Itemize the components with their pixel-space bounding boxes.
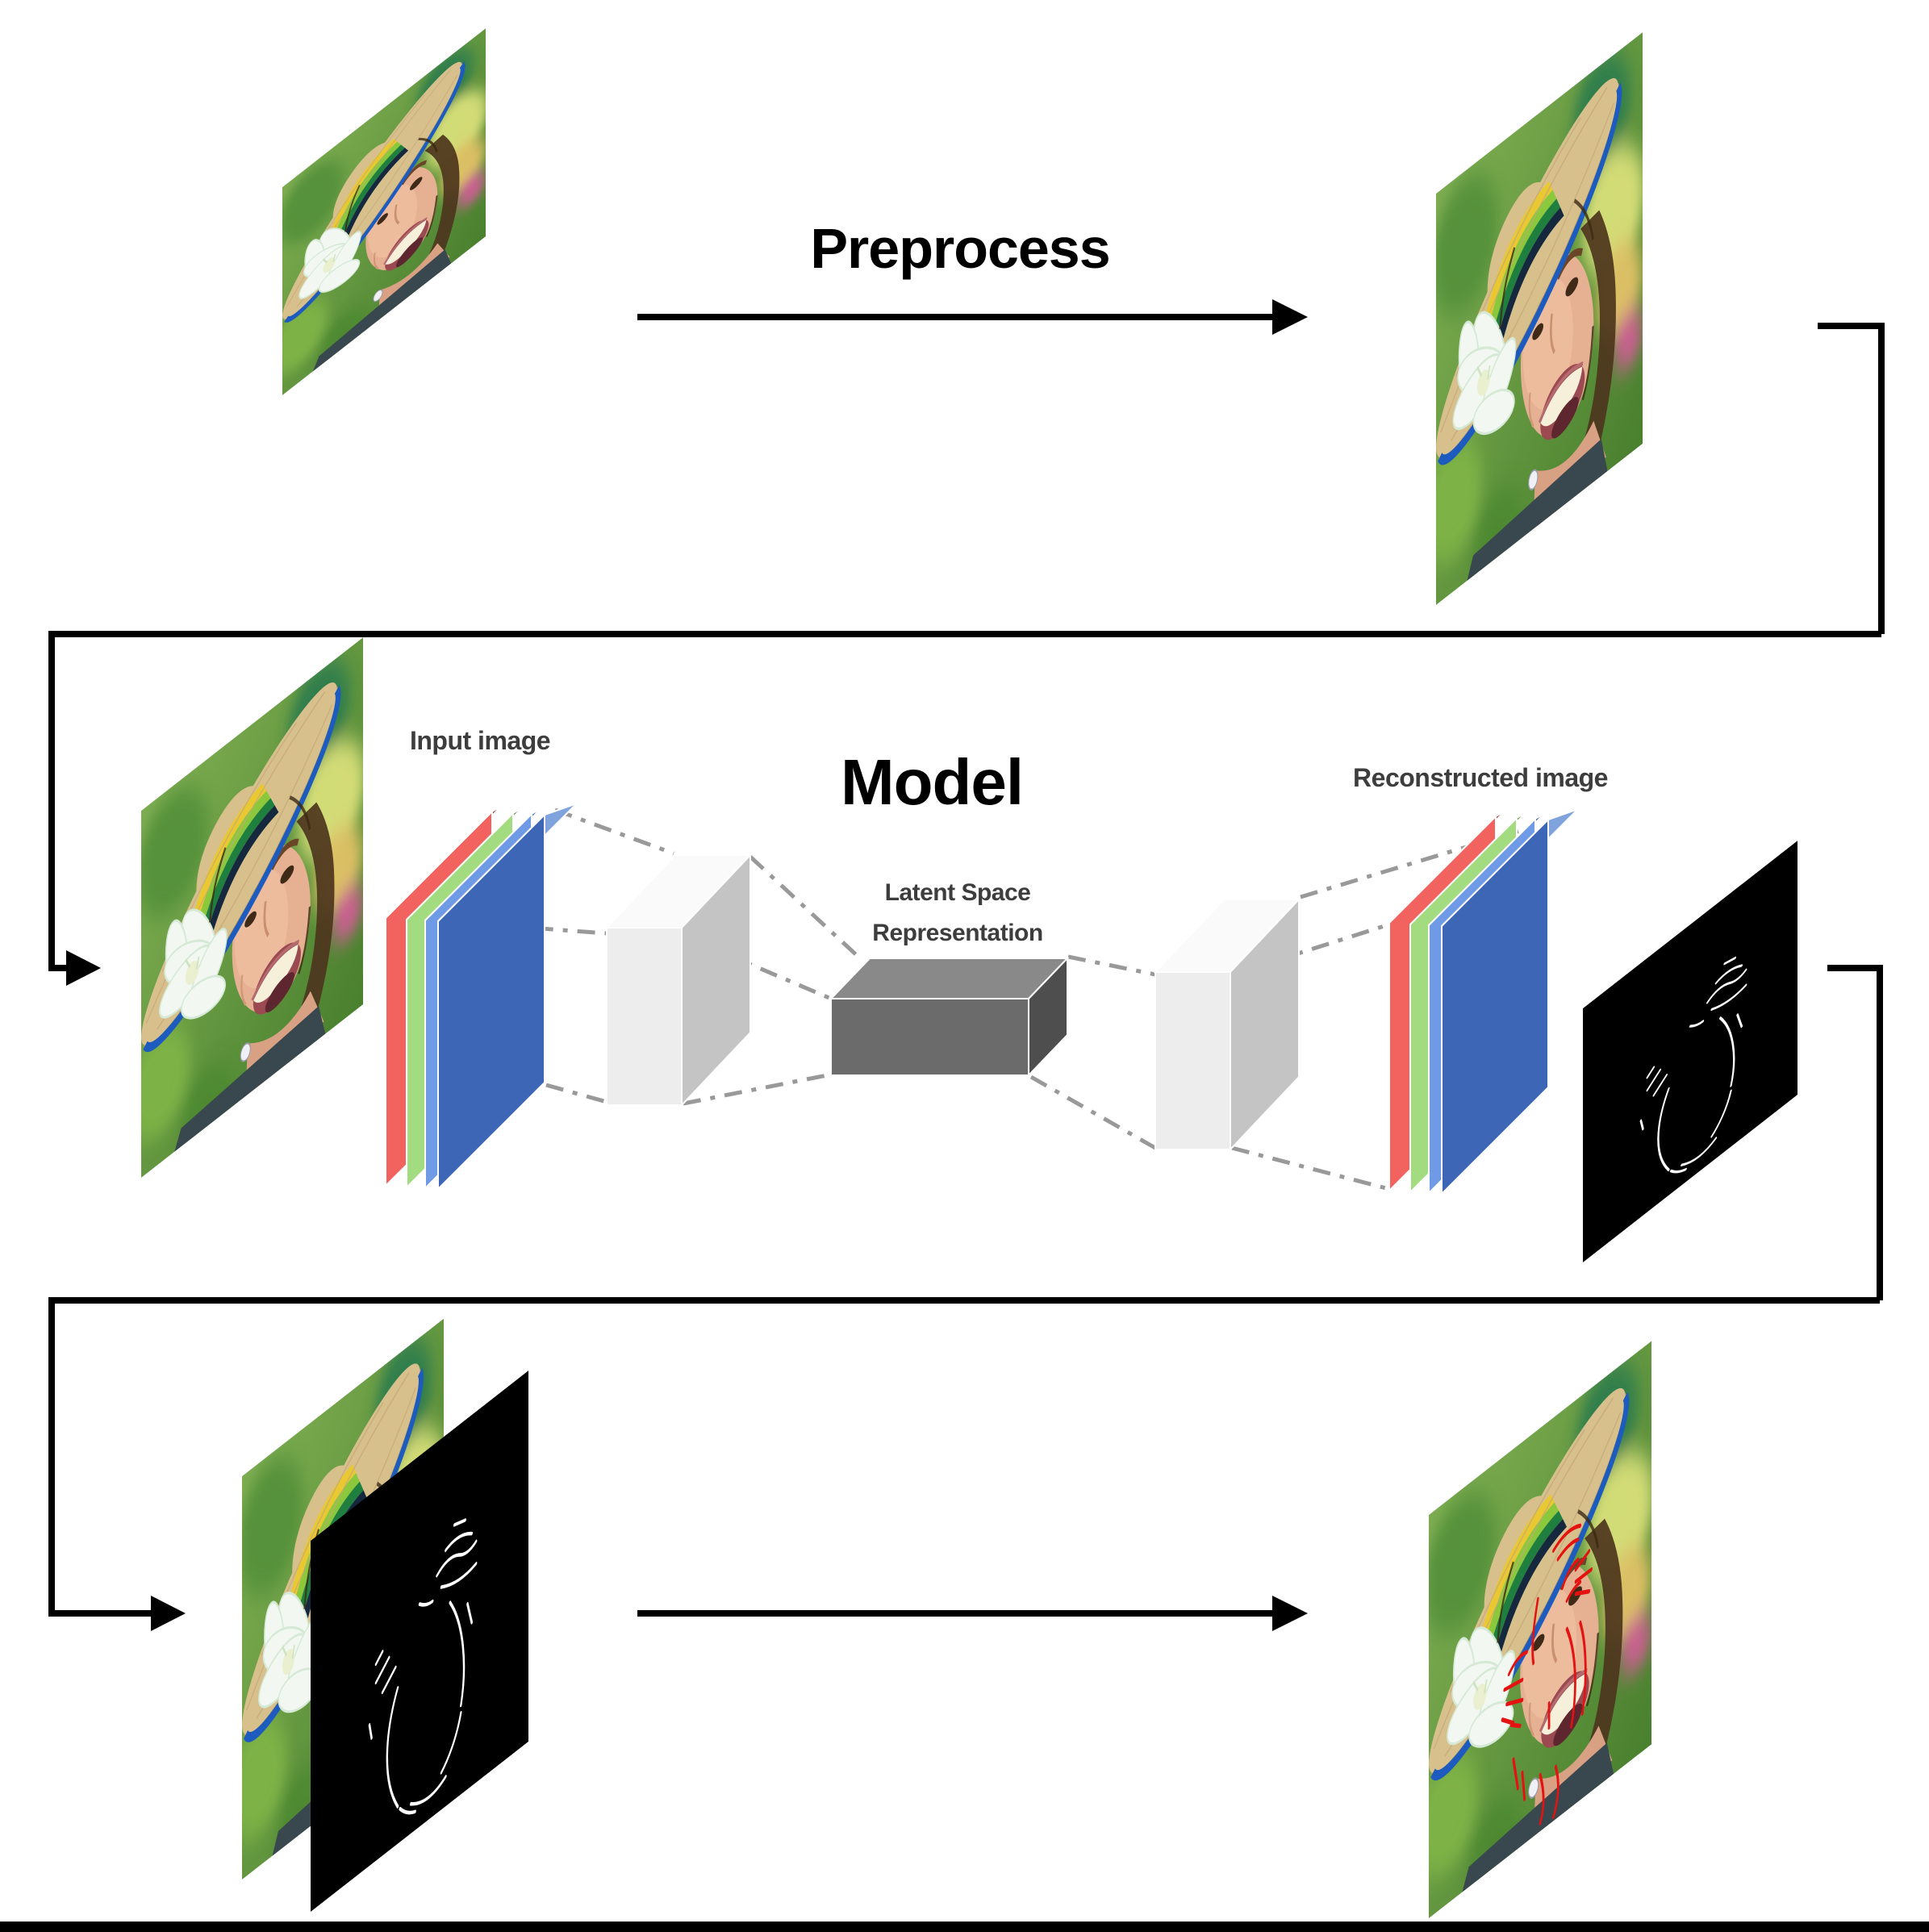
- model-label: Model: [840, 746, 1024, 818]
- encoder-front-face: [606, 927, 683, 1106]
- image-plane-layer: [437, 812, 545, 1191]
- decoder-conv-block: [1153, 897, 1301, 1152]
- latent-top-face: [829, 958, 1070, 999]
- latent-space-label: Latent Space Representation: [825, 873, 1091, 953]
- original-photo: [262, 8, 487, 428]
- image-plane-layer: [1441, 817, 1549, 1196]
- projection-guide-line: [554, 807, 674, 856]
- projection-guide-line: [1029, 1074, 1157, 1150]
- input-channel-stack: [385, 803, 578, 1191]
- output-channel-stack: [1388, 808, 1579, 1196]
- latent-space-box: [829, 956, 1070, 1078]
- edge-map-output: [1583, 841, 1797, 1262]
- latent-space-label-line1: Latent Space: [884, 879, 1031, 906]
- connector-bus-top: [48, 631, 1881, 971]
- model-input-photo: [119, 603, 365, 1224]
- result-arrowhead-icon: [1272, 1596, 1308, 1631]
- bottom-border-line: [0, 1922, 1929, 1932]
- overlay-input-arrowhead-icon: [151, 1596, 186, 1631]
- arrowheads: [66, 299, 1308, 1631]
- encoder-conv-block: [604, 853, 753, 1108]
- connector-bottom-right-elbow: [1827, 965, 1883, 1300]
- projection-guide-line: [451, 920, 608, 936]
- preprocessed-photo: [1416, 0, 1645, 653]
- connector-top-right-elbow: [1818, 323, 1885, 634]
- preprocess-arrowhead-icon: [1272, 299, 1308, 335]
- projection-guide-line: [683, 933, 832, 1001]
- projection-guide-line: [1231, 1145, 1390, 1191]
- projection-guide-line: [1067, 954, 1156, 977]
- projection-guide-line: [545, 1083, 608, 1104]
- preprocess-label: Preprocess: [810, 217, 1110, 280]
- flow-connectors: [48, 314, 1885, 1617]
- reconstructed-image-label: Reconstructed image: [1353, 763, 1608, 792]
- connector-bus-bottom: [48, 1297, 1880, 1617]
- model-input-arrowhead-icon: [66, 950, 101, 986]
- latent-space-label-line2: Representation: [872, 920, 1043, 946]
- decoder-front-face: [1154, 971, 1231, 1150]
- input-image-label: Input image: [409, 726, 551, 755]
- latent-front-face: [830, 998, 1029, 1076]
- annotated-result-photo: [1407, 1304, 1654, 1932]
